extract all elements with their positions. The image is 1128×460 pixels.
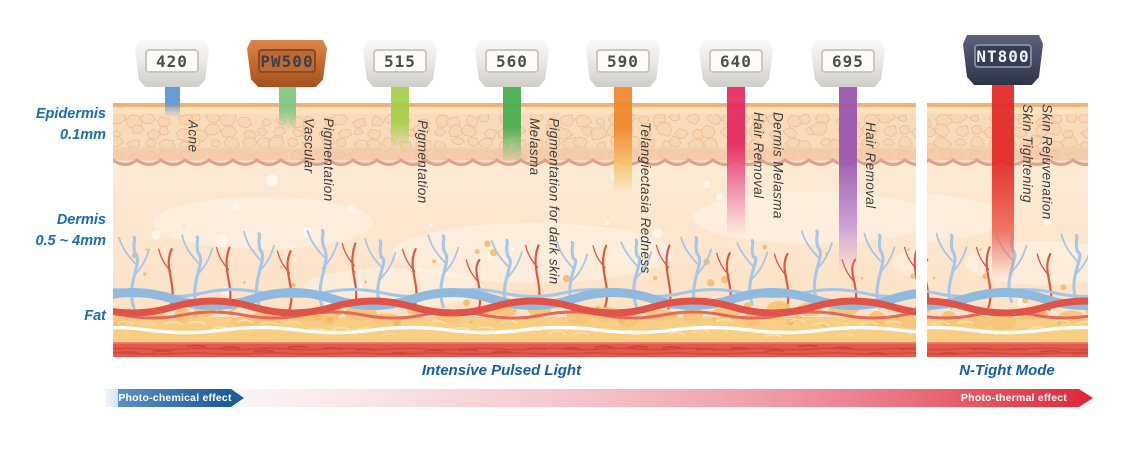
layer-label-line: 0.5 ~ 4mm	[35, 233, 106, 250]
treatment-label: Melasma	[527, 118, 543, 176]
photo-chemical-arrow-icon: Photo-chemical effect	[118, 389, 244, 407]
device-display-695: 695	[821, 49, 875, 73]
light-beam-560	[503, 85, 521, 166]
device-display-560: 560	[485, 49, 539, 73]
device-head-PW500: PW500	[247, 40, 327, 87]
device-head-515: 515	[363, 40, 437, 87]
device-display-640: 640	[709, 49, 763, 73]
ipl-section-title: Intensive Pulsed Light	[421, 362, 582, 379]
treatment-label: Dermis Melasma	[770, 112, 786, 219]
layer-label-dermis: Dermis 0.5 ~ 4mm	[0, 210, 106, 252]
photo-chemical-label: Photo-chemical effect	[118, 392, 232, 404]
layer-label-line: Fat	[84, 308, 106, 324]
treatment-labels-590: Telangiectasia Redness	[638, 122, 654, 274]
device-head-590: 590	[586, 40, 660, 87]
light-beam-NT800	[992, 85, 1014, 285]
device-head-NT800: NT800	[963, 35, 1043, 85]
light-beam-515	[391, 85, 409, 153]
treatment-labels-695: Hair Removal	[863, 122, 879, 209]
device-display-PW500: PW500	[258, 49, 316, 73]
treatment-label: Skin Rejuvenation	[1039, 104, 1055, 220]
treatment-label: Acne	[185, 120, 201, 153]
light-beam-PW500	[278, 85, 296, 132]
treatment-label: Pigmentation for dark skin	[546, 118, 562, 285]
treatment-label: Skin Tightening	[1020, 104, 1036, 203]
layer-label-epidermis: Epidermis 0.1mm	[0, 104, 106, 146]
device-display-590: 590	[596, 49, 650, 73]
light-beam-420	[164, 85, 180, 118]
photo-thermal-arrow-icon: Photo-thermal effect	[961, 389, 1067, 407]
device-display-NT800: NT800	[974, 44, 1032, 68]
light-beam-695	[839, 85, 857, 277]
treatment-label: Pigmentation	[415, 120, 431, 204]
treatment-labels-420: Acne	[185, 120, 201, 153]
device-head-640: 640	[699, 40, 773, 87]
device-display-420: 420	[145, 49, 199, 73]
treatment-label: Hair Removal	[751, 112, 767, 199]
treatment-label: Vascular	[301, 118, 317, 174]
layer-label-fat: Fat	[0, 306, 106, 327]
device-head-695: 695	[811, 40, 885, 87]
light-beam-590	[614, 85, 632, 198]
photo-thermal-label: Photo-thermal effect	[960, 392, 1067, 404]
device-display-515: 515	[373, 49, 427, 73]
layer-label-line: 0.1mm	[60, 127, 106, 144]
treatment-labels-515: Pigmentation	[415, 120, 431, 204]
layer-label-line: Dermis	[56, 212, 106, 228]
device-head-420: 420	[135, 40, 209, 87]
effect-gradient-bar: Photo-chemical effect Photo-thermal effe…	[105, 389, 1093, 407]
light-beam-640	[727, 85, 745, 240]
layer-label-line: Epidermis	[35, 106, 106, 122]
treatment-label: Telangiectasia Redness	[638, 122, 654, 274]
ntight-section-title: N-Tight Mode	[959, 362, 1055, 379]
device-head-560: 560	[475, 40, 549, 87]
treatment-label: Hair Removal	[863, 122, 879, 209]
treatment-label: Pigmentation	[320, 118, 336, 202]
